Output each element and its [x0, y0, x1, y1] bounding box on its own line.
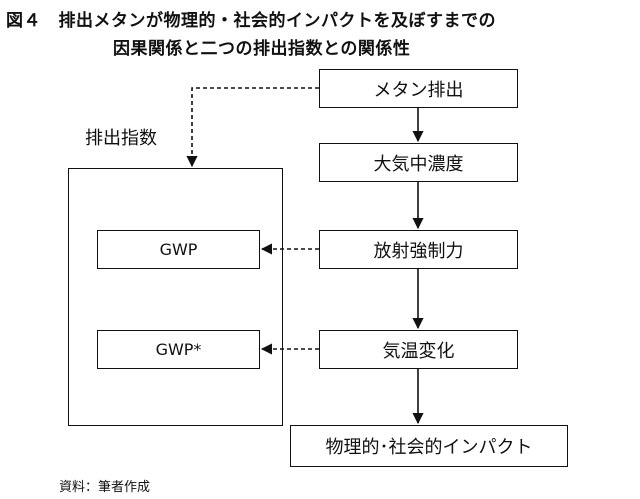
source-note: 資料：筆者作成 — [59, 480, 151, 495]
gwp-box: GWP — [97, 230, 260, 269]
emission-index-frame — [68, 168, 283, 426]
figure-title-line-1: 図４ 排出メタンが物理的・社会的インパクトを及ぼすまでの — [6, 11, 496, 31]
physical-social-impact-box: 物理的･社会的インパクト — [290, 425, 568, 467]
radiative-forcing-box: 放射強制力 — [319, 230, 518, 269]
emission-index-label: 排出指数 — [85, 128, 157, 149]
dashed-arrow-methane-to-index — [186, 87, 319, 168]
gwp-star-box: GWP* — [97, 330, 260, 369]
figure-title-line-2: 因果関係と二つの排出指数との関係性 — [113, 39, 411, 59]
methane-emission-box: メタン排出 — [319, 69, 518, 108]
atmospheric-concentration-box: 大気中濃度 — [319, 143, 518, 182]
temperature-change-box: 気温変化 — [319, 330, 518, 369]
